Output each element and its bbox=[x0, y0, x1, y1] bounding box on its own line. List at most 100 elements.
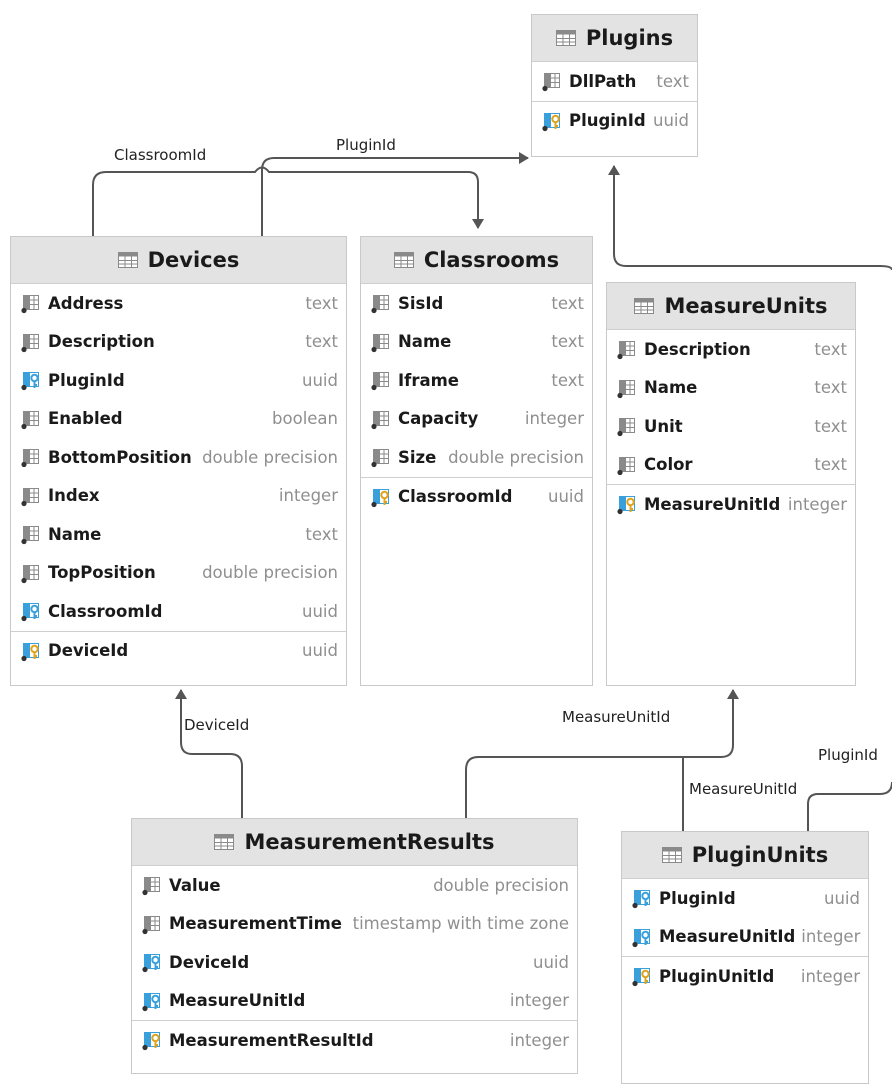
column-name: TopPosition bbox=[48, 563, 156, 583]
column-row-plugin-id[interactable]: PluginId uuid bbox=[532, 100, 697, 141]
table-header[interactable]: Plugins bbox=[532, 15, 697, 62]
column-type: double precision bbox=[448, 447, 584, 467]
column-icon bbox=[616, 377, 638, 399]
column-type: integer bbox=[509, 991, 569, 1011]
foreign-key-icon bbox=[20, 600, 42, 622]
link-pluginunits-plugins bbox=[608, 165, 892, 271]
table-name: Classrooms bbox=[423, 248, 560, 272]
column-icon bbox=[616, 338, 638, 360]
column-type: uuid bbox=[302, 641, 338, 661]
table-header[interactable]: Devices bbox=[11, 237, 346, 284]
link-results-measureunits bbox=[465, 689, 739, 818]
column-row-measurement-result-id[interactable]: MeasurementResultId integer bbox=[132, 1020, 577, 1060]
column-icon bbox=[20, 331, 42, 353]
column-name: PluginId bbox=[569, 111, 646, 131]
column-icon bbox=[616, 415, 638, 437]
column-type: uuid bbox=[533, 952, 569, 972]
column-icon bbox=[20, 292, 42, 314]
table-header[interactable]: PluginUnits bbox=[622, 832, 868, 879]
column-row-enabled[interactable]: Enabled boolean bbox=[11, 400, 346, 439]
column-name: ClassroomId bbox=[398, 487, 513, 507]
foreign-key-icon bbox=[20, 369, 42, 391]
column-type: uuid bbox=[302, 370, 338, 390]
column-type: text bbox=[656, 71, 689, 91]
link-devices-classrooms bbox=[92, 166, 484, 236]
column-name: DeviceId bbox=[169, 952, 250, 972]
primary-key-icon bbox=[141, 1029, 163, 1051]
column-row-device-id[interactable]: DeviceId uuid bbox=[132, 943, 577, 982]
foreign-key-icon bbox=[141, 951, 163, 973]
label-pluginid-2: PluginId bbox=[818, 746, 878, 764]
column-name: MeasurementTime bbox=[169, 914, 342, 934]
primary-key-icon bbox=[541, 110, 563, 132]
column-icon bbox=[141, 913, 163, 935]
table-name: PluginUnits bbox=[691, 843, 829, 867]
column-type: timestamp with time zone bbox=[352, 914, 569, 934]
column-type: boolean bbox=[272, 409, 338, 429]
table-icon bbox=[634, 298, 655, 314]
column-icon bbox=[20, 408, 42, 430]
column-icon bbox=[541, 70, 563, 92]
column-name: DeviceId bbox=[48, 641, 129, 661]
table-name: Devices bbox=[147, 248, 240, 272]
column-row-device-id[interactable]: DeviceId uuid bbox=[11, 630, 346, 671]
table-header[interactable]: MeasurementResults bbox=[132, 819, 577, 866]
table-icon bbox=[214, 834, 235, 850]
column-row-dll-path[interactable]: DllPath text bbox=[532, 62, 697, 101]
column-icon bbox=[370, 292, 392, 314]
column-type: double precision bbox=[202, 447, 338, 467]
column-type: text bbox=[814, 416, 847, 436]
column-icon bbox=[20, 523, 42, 545]
foreign-key-icon bbox=[631, 926, 653, 948]
column-type: integer bbox=[509, 1030, 569, 1050]
table-header[interactable]: Classrooms bbox=[361, 237, 592, 284]
column-icon bbox=[20, 446, 42, 468]
column-icon bbox=[616, 454, 638, 476]
table-icon bbox=[661, 847, 682, 863]
column-name: Enabled bbox=[48, 409, 123, 429]
column-row-plugin-id[interactable]: PluginId uuid bbox=[11, 361, 346, 400]
column-icon bbox=[370, 446, 392, 468]
table-name: MeasureUnits bbox=[664, 294, 828, 318]
column-type: integer bbox=[787, 494, 847, 514]
column-name: MeasurementResultId bbox=[169, 1030, 374, 1050]
column-name: Color bbox=[644, 455, 693, 475]
column-name: PluginId bbox=[48, 370, 125, 390]
label-classroomid: ClassroomId bbox=[114, 146, 207, 164]
table-header[interactable]: MeasureUnits bbox=[607, 283, 855, 330]
column-row-measurement-time[interactable]: MeasurementTime timestamp with time zone bbox=[132, 905, 577, 944]
column-name: SisId bbox=[398, 293, 444, 313]
column-name: DllPath bbox=[569, 71, 637, 91]
column-type: uuid bbox=[653, 111, 689, 131]
